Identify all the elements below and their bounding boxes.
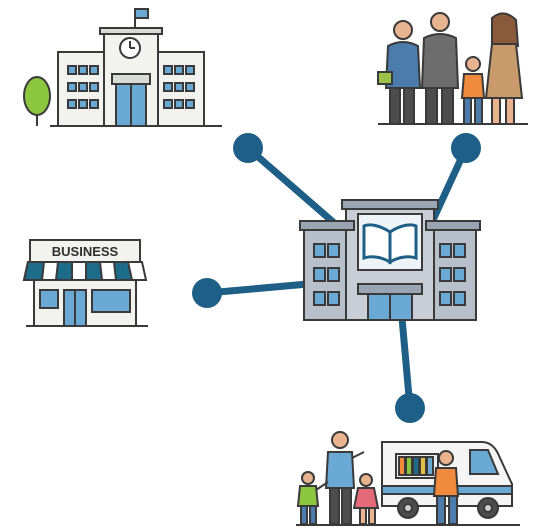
- connector-dots: [192, 133, 481, 423]
- connector-dot-families: [451, 133, 481, 163]
- connector-dot-bookmobile: [395, 393, 425, 423]
- business-sign: BUSINESS: [52, 244, 119, 259]
- family-icon: [377, 12, 528, 125]
- shop-icon: [22, 239, 148, 327]
- connector-school: [244, 144, 344, 232]
- connector-business: [203, 280, 312, 297]
- open-book-icon: [357, 213, 423, 271]
- connector-dot-school: [233, 133, 263, 163]
- tree-icon: [23, 76, 51, 126]
- school-building-icon: [50, 8, 222, 127]
- connector-bookmobile: [398, 314, 414, 412]
- connector-dot-business: [192, 278, 222, 308]
- bookmobile-people-icon: [296, 431, 520, 526]
